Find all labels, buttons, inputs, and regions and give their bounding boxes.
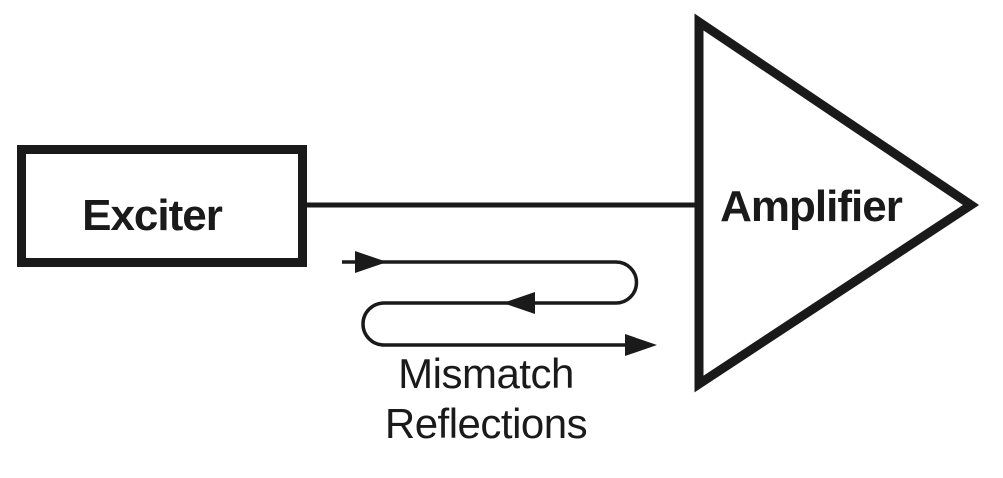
amplifier-triangle bbox=[694, 13, 980, 393]
reflected-wave-arrowhead-icon bbox=[503, 292, 535, 314]
exciter-label: Exciter bbox=[82, 191, 223, 240]
forward-wave-arrowhead-icon bbox=[355, 251, 387, 273]
re-reflected-wave-arrowhead-icon bbox=[625, 334, 657, 356]
amplifier-label: Amplifier bbox=[720, 182, 903, 231]
reflections-caption-line1: Mismatch bbox=[398, 350, 574, 397]
reflections-caption-line2: Reflections bbox=[385, 400, 587, 447]
reflection-path bbox=[342, 260, 639, 347]
exciter-box bbox=[17, 145, 307, 267]
